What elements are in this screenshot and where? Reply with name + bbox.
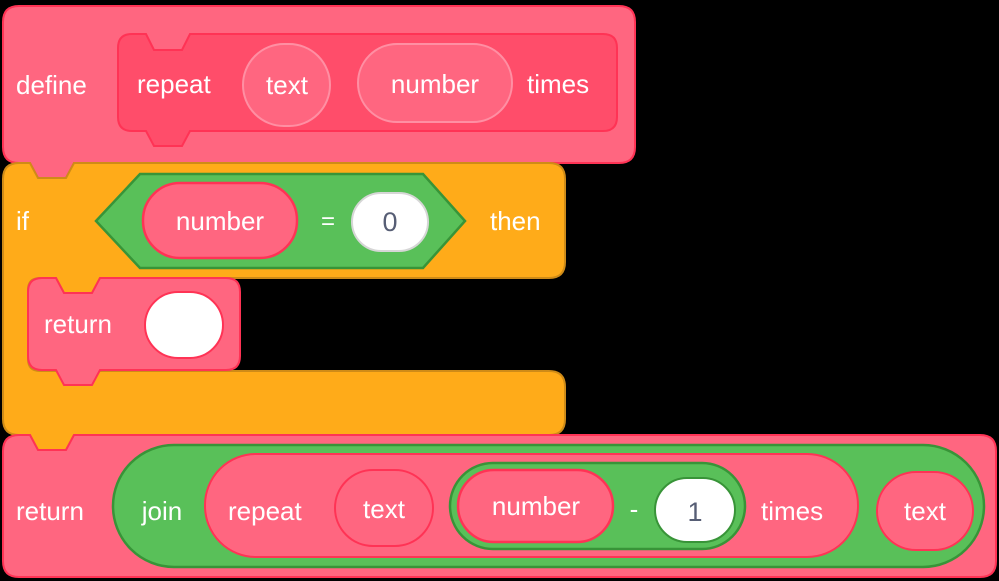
minus-operator-label: - <box>630 494 639 524</box>
repeat-call-opcode-label: repeat <box>228 496 302 526</box>
return-empty-block[interactable]: return <box>27 277 241 386</box>
return-join-keyword-label: return <box>16 496 84 526</box>
subtraction-number-label: number <box>492 491 580 521</box>
join-second-arg-text-label: text <box>904 496 947 526</box>
param-text-oval[interactable] <box>242 43 331 127</box>
join-second-arg-text-oval[interactable] <box>876 471 974 551</box>
prototype-suffix-label: times <box>527 69 589 99</box>
if-keyword-label: if <box>16 206 30 236</box>
join-label: join <box>141 496 182 526</box>
subtraction-number-oval[interactable] <box>456 468 615 544</box>
condition-value-text: 0 <box>382 207 397 237</box>
condition-value-input[interactable] <box>351 192 429 252</box>
return-empty-keyword-label: return <box>44 309 112 339</box>
define-hat-block[interactable]: define repeat text number times <box>2 5 636 179</box>
repeat-call-text-oval[interactable] <box>334 469 434 547</box>
return-empty-value-input[interactable] <box>144 291 224 359</box>
param-text-label: text <box>266 70 309 100</box>
repeat-call-suffix-label: times <box>761 496 823 526</box>
equals-operator-label: = <box>321 208 335 235</box>
return-join-block[interactable]: return join repeat text number - 1 times… <box>2 434 997 578</box>
subtraction-value-input[interactable] <box>654 477 736 543</box>
repeat-call-text-label: text <box>363 494 406 524</box>
subtraction-value-text: 1 <box>687 497 702 527</box>
condition-number-oval[interactable] <box>141 181 299 260</box>
param-number-label: number <box>391 69 479 99</box>
define-keyword-label: define <box>16 70 87 100</box>
prototype-opcode-label: repeat <box>137 69 211 99</box>
condition-number-label: number <box>176 206 264 236</box>
then-keyword-label: then <box>490 206 541 236</box>
param-number-oval[interactable] <box>357 43 513 123</box>
